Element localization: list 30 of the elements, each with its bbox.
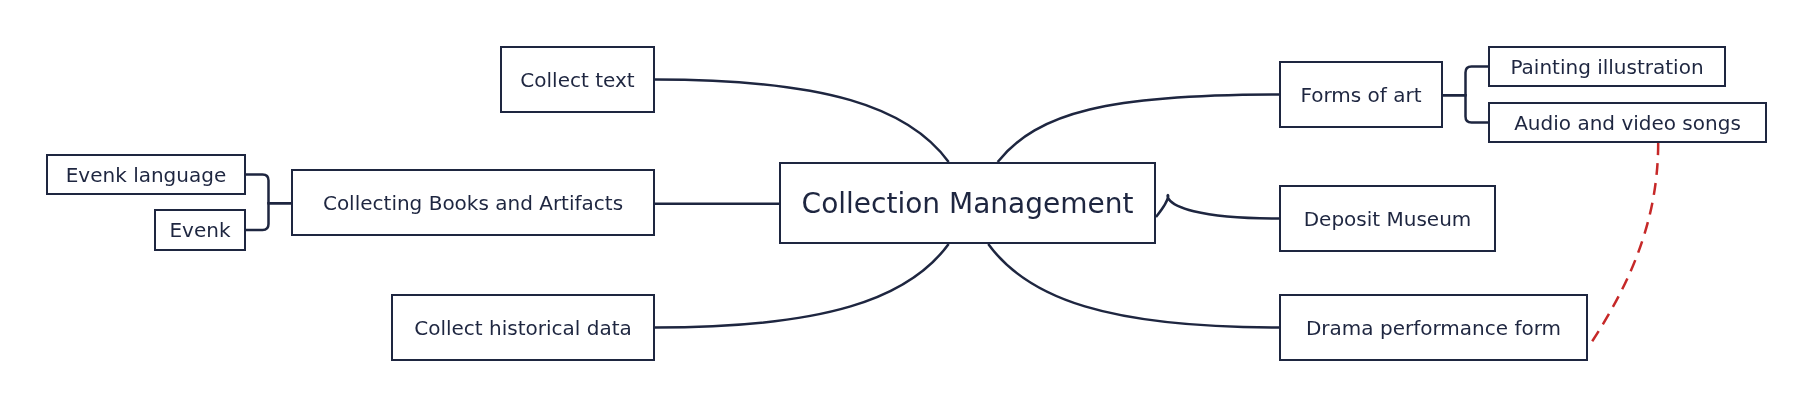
connector-line <box>655 78 950 163</box>
topic-box <box>1279 61 1443 128</box>
topic-label: Audio and video songs <box>1514 110 1741 135</box>
topic-label: Collect historical data <box>414 315 632 340</box>
connector-line <box>987 243 1279 329</box>
topic-label: Painting illustration <box>1510 54 1704 79</box>
topic-label: Collect text <box>520 67 635 92</box>
topic-box <box>1488 46 1726 87</box>
connector-line <box>1443 93 1488 124</box>
topic-box <box>154 209 246 251</box>
topic-box <box>1279 294 1588 361</box>
topic-label: Collecting Books and Artifacts <box>322 190 624 215</box>
central-topic-box <box>779 162 1156 244</box>
topic-label: Deposit Museum <box>1303 206 1472 231</box>
topic-box <box>1488 102 1767 143</box>
connector-line <box>996 93 1279 163</box>
topic-box <box>46 154 246 195</box>
topic-box <box>291 169 655 236</box>
topic-box <box>1279 185 1496 252</box>
connector-line <box>655 202 779 206</box>
topic-label: Drama performance form <box>1305 315 1562 340</box>
connector-line <box>246 201 291 232</box>
connector-line <box>1155 195 1280 220</box>
topic-label: Forms of art <box>1300 82 1422 107</box>
topic-box <box>500 46 655 113</box>
connector-line <box>655 243 950 329</box>
topic-label: Collection Management <box>801 186 1134 220</box>
topic-label: Evenk language <box>65 162 227 187</box>
topic-box <box>391 294 655 361</box>
topic-label: Evenk <box>169 218 231 242</box>
